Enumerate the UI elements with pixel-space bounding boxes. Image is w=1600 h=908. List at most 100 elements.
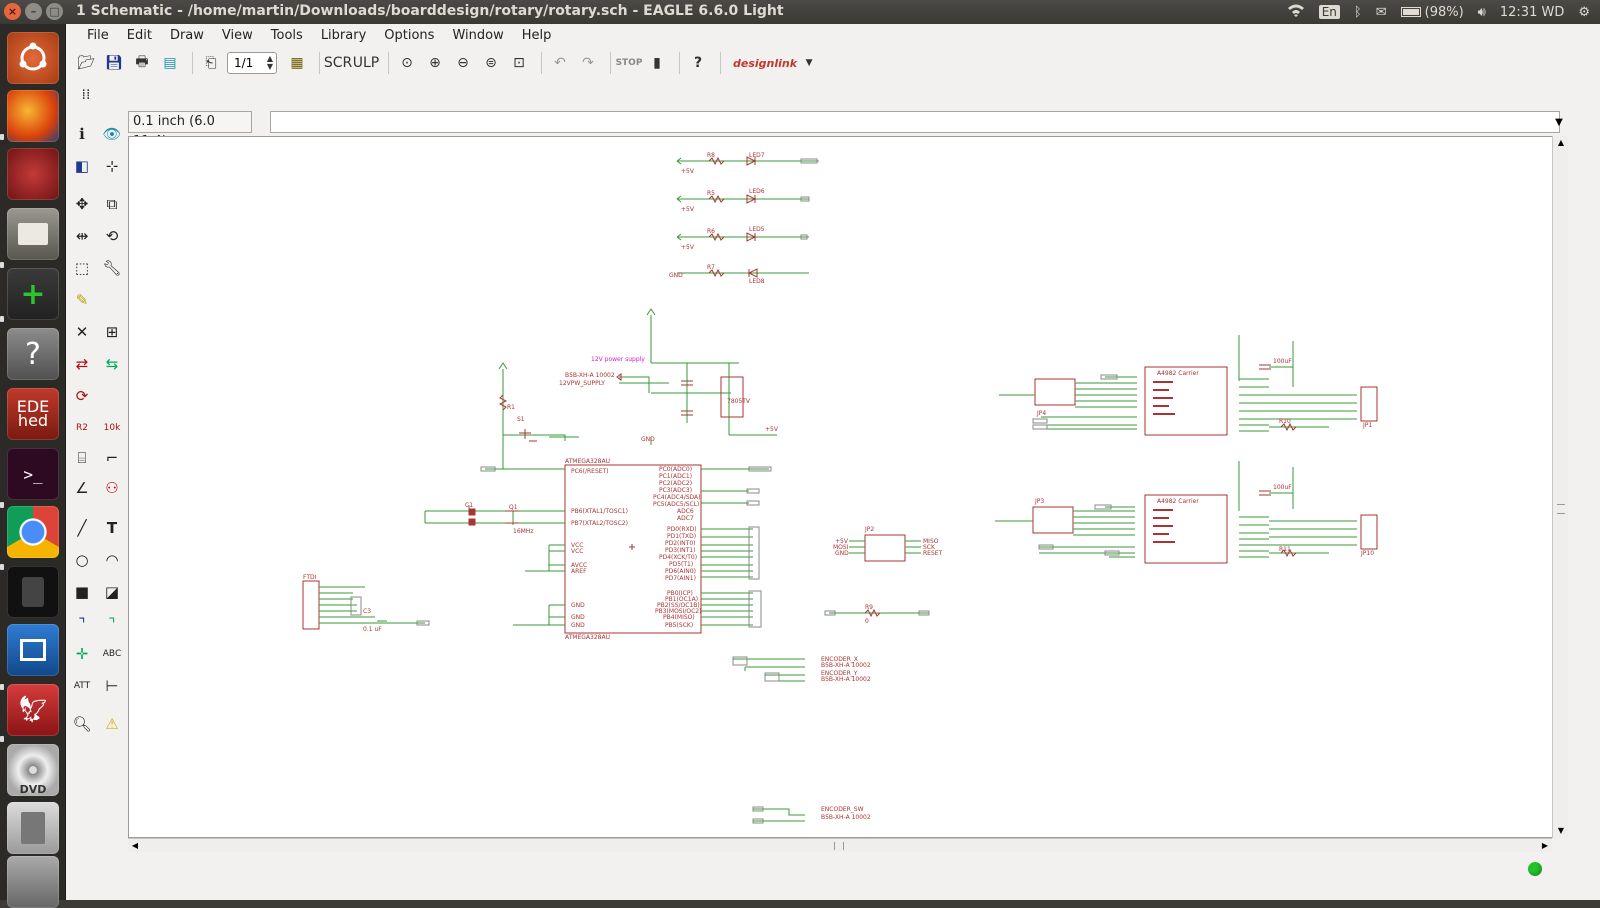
led-parts[interactable] xyxy=(708,156,758,278)
designlink-button[interactable]: designlink xyxy=(733,56,798,70)
add-icon[interactable]: ⊞ xyxy=(105,323,119,341)
board-switch-icon[interactable]: ▦ xyxy=(290,55,304,71)
menu-edit[interactable]: Edit xyxy=(126,28,152,43)
info-icon[interactable]: ℹ xyxy=(79,125,85,143)
chevron-down-icon[interactable]: ▼ xyxy=(805,58,813,68)
redraw-icon[interactable]: ⊜ xyxy=(485,55,497,71)
rect-icon[interactable]: ■ xyxy=(74,583,90,601)
wire-icon[interactable]: ╱ xyxy=(77,519,87,537)
undo-icon[interactable]: ↶ xyxy=(554,55,566,71)
close-button[interactable]: × xyxy=(4,3,21,20)
split-icon[interactable]: ∠ xyxy=(75,479,89,497)
ftdi-nets[interactable] xyxy=(319,586,425,624)
mark-icon[interactable]: ⊹ xyxy=(105,157,119,175)
atmega328-body[interactable] xyxy=(564,464,702,634)
led-chain[interactable] xyxy=(676,157,819,274)
chrome-icon[interactable] xyxy=(7,506,59,558)
label-icon[interactable]: ABC xyxy=(102,649,122,659)
power-supply-section[interactable] xyxy=(619,308,777,445)
scroll-up-icon[interactable]: ▲ xyxy=(1557,138,1565,147)
menu-tools[interactable]: Tools xyxy=(270,28,303,43)
menu-help[interactable]: Help xyxy=(521,28,552,43)
driver-b-jp10[interactable] xyxy=(1360,514,1378,550)
value-icon[interactable]: 10k xyxy=(103,423,121,433)
mail-icon[interactable]: ✉ xyxy=(1375,4,1387,20)
volume-icon[interactable]: 🔊︎ xyxy=(1477,4,1486,20)
zoom-out-icon[interactable]: ⊖ xyxy=(457,55,469,71)
net-icon[interactable]: ⌝ xyxy=(108,615,116,633)
clock[interactable]: 12:31 WD xyxy=(1499,4,1565,20)
smash-icon[interactable]: ⌸ xyxy=(77,449,87,467)
gear-icon[interactable]: ⚙ xyxy=(1578,4,1590,20)
backup-icon[interactable] xyxy=(7,856,59,908)
zoom-in-icon[interactable]: ⊕ xyxy=(429,55,441,71)
battery-indicator[interactable]: (98%) xyxy=(1400,5,1464,20)
ftdi-header[interactable] xyxy=(302,580,320,630)
driver-a-chip[interactable] xyxy=(1144,366,1228,436)
go-icon[interactable]: ▮ xyxy=(653,55,661,71)
menu-view[interactable]: View xyxy=(221,28,253,43)
firefox-icon[interactable] xyxy=(7,90,59,142)
rotate-icon[interactable]: ⟲ xyxy=(105,227,119,245)
copy-icon[interactable]: ⧉ xyxy=(106,195,118,213)
menu-window[interactable]: Window xyxy=(452,28,504,43)
driver-b-section[interactable] xyxy=(995,461,1357,558)
polygon-icon[interactable]: ◪ xyxy=(104,583,120,601)
change-icon[interactable]: 🔧︎ xyxy=(102,259,122,277)
circle-icon[interactable]: ○ xyxy=(75,551,89,569)
display-icon[interactable]: ◧ xyxy=(74,157,90,175)
print-icon[interactable]: 🖶 xyxy=(135,54,149,70)
menu-options[interactable]: Options xyxy=(384,28,435,43)
show-icon[interactable]: 👁︎ xyxy=(102,125,122,143)
errors-icon[interactable]: ⚠ xyxy=(105,715,119,733)
invoke-icon[interactable]: ⚇ xyxy=(105,479,119,497)
move-icon[interactable]: ✥ xyxy=(75,195,89,213)
wifi-icon[interactable] xyxy=(1287,3,1305,21)
cam-processor-icon[interactable]: ▤ xyxy=(163,55,177,71)
encoder-sw-connector[interactable] xyxy=(753,808,805,822)
scroll-down-icon[interactable]: ▼ xyxy=(1557,826,1565,835)
junction-icon[interactable]: ✛ xyxy=(75,645,89,663)
stop-icon[interactable]: STOP xyxy=(615,58,643,68)
minimize-button[interactable]: – xyxy=(25,3,42,20)
remote-desktop-icon[interactable] xyxy=(7,624,59,676)
horizontal-scrollbar[interactable]: ◀ ▶ xyxy=(128,838,1552,852)
driver-b-chip[interactable] xyxy=(1144,494,1228,564)
cheese-icon[interactable] xyxy=(7,148,59,200)
menu-library[interactable]: Library xyxy=(320,28,367,43)
arc-icon[interactable]: ◠ xyxy=(105,551,119,569)
spi-nets[interactable] xyxy=(849,540,921,554)
schematic-drawing[interactable]: R8 LED7 +5V R5 LED6 +5V R6 LED5 +5V R7 L… xyxy=(129,137,1558,838)
text-icon[interactable]: T xyxy=(106,519,118,537)
mcu-nets[interactable] xyxy=(424,468,769,626)
maximize-button[interactable]: □ xyxy=(46,3,63,20)
attribute-icon[interactable]: ATT xyxy=(73,681,91,691)
replace-icon[interactable]: ⟳ xyxy=(75,387,89,405)
gateswap-icon[interactable]: ⇆ xyxy=(105,355,119,373)
group-icon[interactable]: ⬚ xyxy=(74,259,90,277)
sheet-selector[interactable]: 1/1▲▼ xyxy=(227,52,277,74)
chevron-down-icon[interactable]: ▼ xyxy=(1555,116,1563,128)
script-icon[interactable]: SCR xyxy=(323,55,353,71)
zoom-select-icon[interactable]: ⊡ xyxy=(513,55,525,71)
scroll-thumb[interactable] xyxy=(834,842,844,850)
keyboard-layout[interactable]: En xyxy=(1318,5,1340,19)
media-icon[interactable] xyxy=(7,802,59,854)
help-icon[interactable]: ? xyxy=(7,328,59,380)
scroll-left-icon[interactable]: ◀ xyxy=(131,841,139,850)
bus-icon[interactable]: ⌝ xyxy=(78,615,86,633)
ulp-icon[interactable]: ULP xyxy=(352,55,380,71)
delete-icon[interactable]: ✕ xyxy=(75,323,89,341)
zoom-fit-icon[interactable]: ⊙ xyxy=(401,55,413,71)
bluetooth-icon[interactable]: ᛒ xyxy=(1353,4,1362,20)
terminal-icon[interactable]: >_ xyxy=(7,448,59,500)
boot-disk-icon[interactable] xyxy=(7,566,59,618)
spi-header-jp2[interactable] xyxy=(864,534,906,562)
eagle-icon[interactable]: 🦅︎ xyxy=(7,684,59,736)
schematic-canvas[interactable]: R8 LED7 +5V R5 LED6 +5V R6 LED5 +5V R7 L… xyxy=(128,136,1558,838)
save-icon[interactable]: 💾︎ xyxy=(105,55,123,71)
dimension-icon[interactable]: ⊢ xyxy=(105,677,119,695)
menu-draw[interactable]: Draw xyxy=(169,28,204,43)
erc-icon[interactable]: 🔍︎ xyxy=(72,715,92,733)
